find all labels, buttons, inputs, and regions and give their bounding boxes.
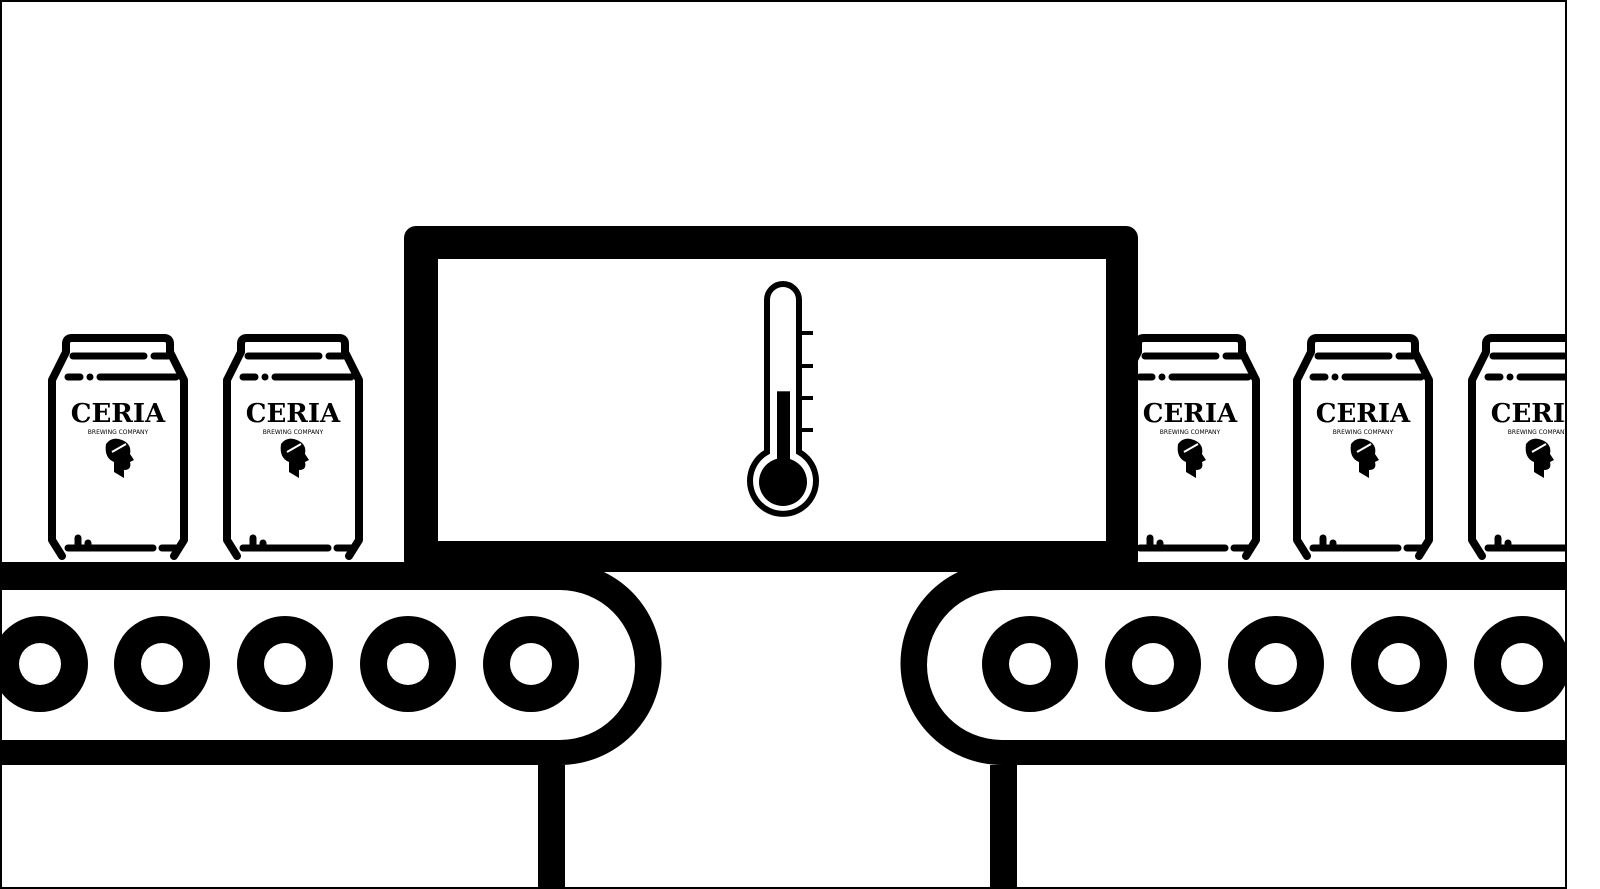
- brand-name: CERIA: [246, 399, 341, 429]
- brand-name: CERIA: [71, 399, 166, 429]
- thermometer-icon: [747, 281, 819, 517]
- brand-name: CERIA: [1316, 399, 1411, 429]
- conveyor-wheel: [360, 616, 456, 712]
- brand-name: CERIA: [1491, 399, 1586, 429]
- cooling-machine: [404, 226, 1138, 572]
- conveyor-leg-left: [538, 765, 565, 889]
- conveyor-belt-left: [0, 562, 662, 889]
- frame-border: [0, 0, 1567, 889]
- conveyor-leg-right: [990, 765, 1017, 889]
- conveyor-wheel: [237, 616, 333, 712]
- conveyor-wheel: [0, 616, 88, 712]
- conveyor-wheel: [114, 616, 210, 712]
- brand-name: CERIA: [1143, 399, 1238, 429]
- brand-tagline: BREWING COMPANY: [1508, 429, 1569, 436]
- beer-can-5: CERIA BREWING COMPANY: [1472, 338, 1586, 556]
- conveyor-wheel: [1228, 616, 1324, 712]
- conveyor-wheel: [483, 616, 579, 712]
- conveyor-belt-right: [900, 562, 1567, 889]
- brand-tagline: BREWING COMPANY: [88, 429, 149, 436]
- brand-tagline: BREWING COMPANY: [1333, 429, 1394, 436]
- beer-can-2: CERIA BREWING COMPANY: [227, 338, 359, 556]
- brand-tagline: BREWING COMPANY: [1160, 429, 1221, 436]
- beer-can-1: CERIA BREWING COMPANY: [52, 338, 184, 556]
- conveyor-wheel: [1105, 616, 1201, 712]
- conveyor-wheel: [1351, 616, 1447, 712]
- beer-can-3: CERIA BREWING COMPANY: [1124, 338, 1256, 556]
- conveyor-wheel: [1474, 616, 1567, 712]
- beer-can-4: CERIA BREWING COMPANY: [1297, 338, 1429, 556]
- conveyor-wheel: [982, 616, 1078, 712]
- thermometer-mercury: [777, 391, 790, 466]
- brand-tagline: BREWING COMPANY: [263, 429, 324, 436]
